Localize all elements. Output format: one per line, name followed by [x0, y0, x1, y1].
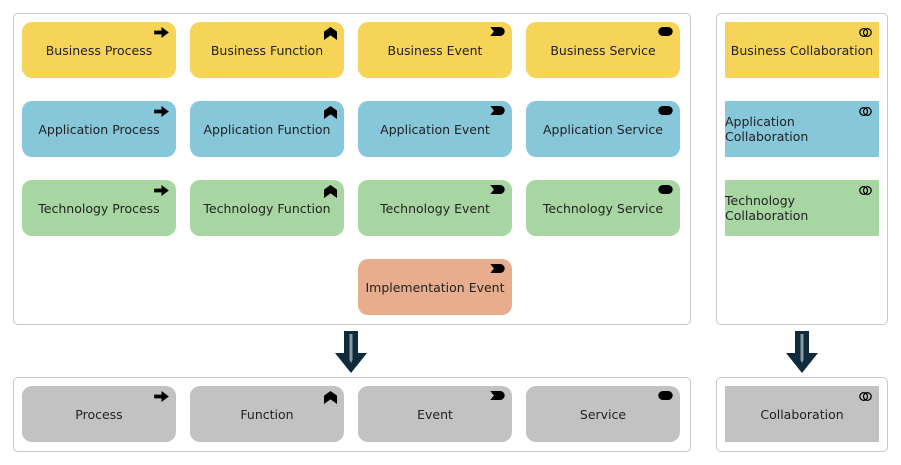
event-icon [490, 264, 505, 273]
collaboration-rings-icon [859, 106, 872, 117]
process-arrow-icon [154, 391, 169, 402]
generic-function-box[interactable]: Function [190, 386, 344, 442]
service-pill-icon [658, 391, 673, 400]
generic-event-box[interactable]: Event [358, 386, 512, 442]
business-collaboration-box[interactable]: Business Collaboration [725, 22, 879, 78]
application-collaboration-box[interactable]: Application Collaboration [725, 101, 879, 157]
business-collaboration-label: Business Collaboration [730, 42, 874, 58]
generic-collaboration-box[interactable]: Collaboration [725, 386, 879, 442]
function-chevron-icon [324, 391, 337, 404]
business-process-box[interactable]: Business Process [22, 22, 176, 78]
technology-process-label: Technology Process [38, 200, 160, 216]
function-chevron-icon [324, 106, 337, 119]
process-arrow-icon [154, 106, 169, 117]
application-process-label: Application Process [38, 121, 160, 137]
business-service-label: Business Service [550, 42, 656, 58]
technology-function-label: Technology Function [203, 200, 331, 216]
service-pill-icon [658, 185, 673, 194]
generalization-arrow-down-icon [335, 331, 367, 373]
implementation-event-label: Implementation Event [365, 279, 505, 295]
technology-collaboration-label: Technology Collaboration [725, 193, 809, 223]
application-function-box[interactable]: Application Function [190, 101, 344, 157]
generic-collaboration-label: Collaboration [760, 406, 844, 422]
process-arrow-icon [154, 27, 169, 38]
technology-collaboration-box[interactable]: Technology Collaboration [725, 180, 879, 236]
event-icon [490, 185, 505, 194]
application-event-label: Application Event [380, 121, 490, 137]
generic-service-box[interactable]: Service [526, 386, 680, 442]
generic-service-label: Service [579, 406, 627, 422]
generic-event-label: Event [417, 406, 453, 422]
business-event-box[interactable]: Business Event [358, 22, 512, 78]
business-function-box[interactable]: Business Function [190, 22, 344, 78]
application-process-box[interactable]: Application Process [22, 101, 176, 157]
business-service-box[interactable]: Business Service [526, 22, 680, 78]
service-pill-icon [658, 106, 673, 115]
event-icon [490, 106, 505, 115]
technology-event-box[interactable]: Technology Event [358, 180, 512, 236]
generic-process-box[interactable]: Process [22, 386, 176, 442]
service-pill-icon [658, 27, 673, 36]
event-icon [490, 27, 505, 36]
application-service-box[interactable]: Application Service [526, 101, 680, 157]
collaboration-rings-icon [859, 27, 872, 38]
event-icon [490, 391, 505, 400]
application-collaboration-label: Application Collaboration [725, 114, 809, 144]
business-function-label: Business Function [210, 42, 324, 58]
technology-service-box[interactable]: Technology Service [526, 180, 680, 236]
application-service-label: Application Service [542, 121, 663, 137]
technology-event-label: Technology Event [380, 200, 490, 216]
technology-function-box[interactable]: Technology Function [190, 180, 344, 236]
business-process-label: Business Process [45, 42, 153, 58]
collaboration-rings-icon [859, 391, 872, 402]
business-event-label: Business Event [387, 42, 483, 58]
generic-process-label: Process [75, 406, 123, 422]
application-function-label: Application Function [203, 121, 331, 137]
generic-function-label: Function [240, 406, 294, 422]
collaboration-rings-icon [859, 185, 872, 196]
function-chevron-icon [324, 27, 337, 40]
generalization-arrow-down-icon [786, 331, 818, 373]
implementation-event-box[interactable]: Implementation Event [358, 259, 512, 315]
function-chevron-icon [324, 185, 337, 198]
application-event-box[interactable]: Application Event [358, 101, 512, 157]
process-arrow-icon [154, 185, 169, 196]
technology-service-label: Technology Service [542, 200, 664, 216]
technology-process-box[interactable]: Technology Process [22, 180, 176, 236]
